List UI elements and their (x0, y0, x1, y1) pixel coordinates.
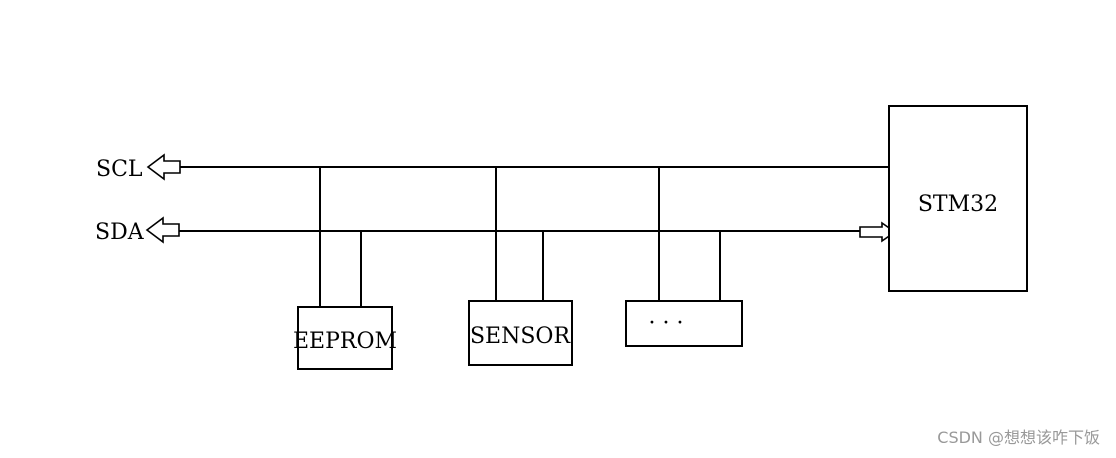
sda-left-arrow (145, 216, 180, 244)
watermark-text: CSDN @想想该咋下饭 (937, 428, 1100, 447)
eeprom-label: EEPROM (293, 329, 397, 354)
more-devices-label: · · · (649, 311, 684, 336)
eeprom-box (297, 306, 393, 370)
stm32-label: STM32 (918, 192, 998, 217)
scl-label: SCL (96, 157, 143, 182)
scl-left-arrow (146, 153, 181, 181)
sensor-label: SENSOR (470, 324, 571, 349)
sda-label: SDA (95, 220, 145, 245)
stm32-box (888, 105, 1028, 292)
sensor-box (468, 300, 573, 366)
sda-right-arrow (859, 221, 897, 243)
more-devices-box (625, 300, 743, 347)
